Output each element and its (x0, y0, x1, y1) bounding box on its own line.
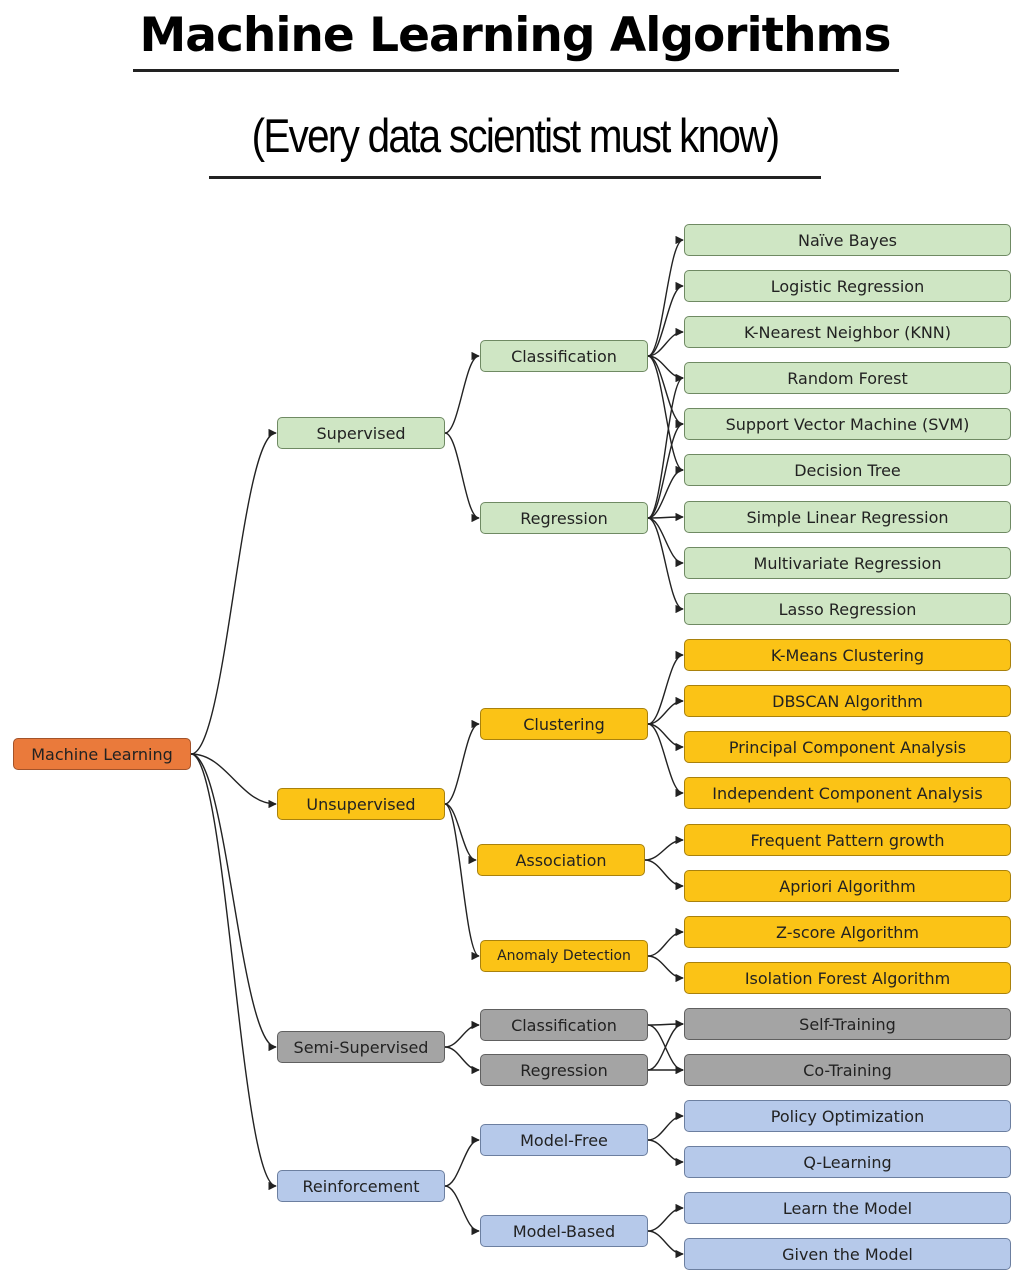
edge-sup_regression-to-svm (647, 419, 684, 519)
title-underline (133, 69, 899, 72)
leaf-logistic-regression[interactable]: Logistic Regression (684, 270, 1011, 302)
edge-root-to-supervised (190, 428, 277, 755)
leaf-policy-optimization[interactable]: Policy Optimization (684, 1100, 1011, 1132)
edge-sup_regression-to-simple_linear_regression (647, 512, 684, 522)
node-clustering[interactable]: Clustering (480, 708, 648, 740)
leaf-knn[interactable]: K-Nearest Neighbor (KNN) (684, 316, 1011, 348)
edge-root-to-reinforcement (190, 753, 277, 1191)
leaf-random-forest[interactable]: Random Forest (684, 362, 1011, 394)
edge-semi_supervised-to-semi_regression (444, 1046, 480, 1075)
node-reinforcement[interactable]: Reinforcement (277, 1170, 445, 1202)
node-semi-regression[interactable]: Regression (480, 1054, 648, 1086)
leaf-dbscan-algorithm[interactable]: DBSCAN Algorithm (684, 685, 1011, 717)
leaf-lasso-regression[interactable]: Lasso Regression (684, 593, 1011, 625)
edge-reinforcement-to-model_based (444, 1185, 480, 1236)
leaf-independent-component-analysis[interactable]: Independent Component Analysis (684, 777, 1011, 809)
edge-sup_regression-to-multivariate_regression (647, 517, 684, 568)
leaf-simple-linear-regression[interactable]: Simple Linear Regression (684, 501, 1011, 533)
edge-sup_classification-to-knn (647, 327, 684, 357)
leaf-given-the-model[interactable]: Given the Model (684, 1238, 1011, 1270)
edge-sup_classification-to-naive_bayes (647, 235, 684, 357)
edge-model_free-to-policy_optimization (647, 1111, 684, 1141)
edge-reinforcement-to-model_free (444, 1135, 480, 1187)
edge-root-to-semi_supervised (190, 753, 277, 1052)
leaf-kmeans-clustering[interactable]: K-Means Clustering (684, 639, 1011, 671)
page-title: Machine Learning Algorithms (139, 8, 892, 63)
node-association[interactable]: Association (477, 844, 645, 876)
leaf-frequent-pattern-growth[interactable]: Frequent Pattern growth (684, 824, 1011, 856)
edge-unsupervised-to-association (444, 803, 477, 865)
edge-semi_classification-to-self_training (647, 1019, 684, 1029)
leaf-isolation-forest-algorithm[interactable]: Isolation Forest Algorithm (684, 962, 1011, 994)
edge-root-to-unsupervised (190, 753, 277, 809)
edge-semi_regression-to-self_training (647, 1019, 684, 1071)
edge-sup_regression-to-random_forest (647, 373, 684, 519)
leaf-apriori-algorithm[interactable]: Apriori Algorithm (684, 870, 1011, 902)
edge-sup_regression-to-lasso_regression (647, 517, 684, 614)
edge-clustering-to-kmeans (647, 650, 684, 725)
node-supervised-classification[interactable]: Classification (480, 340, 648, 372)
node-model-free[interactable]: Model-Free (480, 1124, 648, 1156)
page-subtitle: (Every data scientist must know) (251, 109, 780, 162)
subtitle-underline (209, 176, 821, 179)
edge-model_based-to-learn_model (647, 1203, 684, 1232)
leaf-self-training[interactable]: Self-Training (684, 1008, 1011, 1040)
node-semi-classification[interactable]: Classification (480, 1009, 648, 1041)
node-unsupervised[interactable]: Unsupervised (277, 788, 445, 820)
edge-supervised-to-sup_classification (444, 351, 480, 434)
edge-association-to-apriori (644, 859, 684, 891)
edge-anomaly_detection-to-zscore (647, 927, 684, 957)
leaf-learn-the-model[interactable]: Learn the Model (684, 1192, 1011, 1224)
leaf-decision-tree[interactable]: Decision Tree (684, 454, 1011, 486)
edge-model_free-to-q_learning (647, 1139, 684, 1167)
edge-sup_classification-to-decision_tree (647, 355, 684, 475)
node-semi-supervised[interactable]: Semi-Supervised (277, 1031, 445, 1063)
edge-model_based-to-given_model (647, 1230, 684, 1259)
leaf-principal-component-analysis[interactable]: Principal Component Analysis (684, 731, 1011, 763)
edge-association-to-fp_growth (644, 835, 684, 861)
leaf-co-training[interactable]: Co-Training (684, 1054, 1011, 1086)
edge-clustering-to-ica (647, 723, 684, 798)
leaf-svm[interactable]: Support Vector Machine (SVM) (684, 408, 1011, 440)
edge-unsupervised-to-anomaly_detection (444, 803, 480, 961)
node-supervised[interactable]: Supervised (277, 417, 445, 449)
edge-unsupervised-to-clustering (444, 719, 480, 805)
edge-clustering-to-dbscan (647, 696, 684, 725)
leaf-multivariate-regression[interactable]: Multivariate Regression (684, 547, 1011, 579)
leaf-zscore-algorithm[interactable]: Z-score Algorithm (684, 916, 1011, 948)
edge-anomaly_detection-to-isolation_forest (647, 955, 684, 983)
edge-sup_regression-to-decision_tree (647, 465, 684, 519)
leaf-q-learning[interactable]: Q-Learning (684, 1146, 1011, 1178)
edge-sup_classification-to-logistic_regression (647, 281, 684, 357)
leaf-naive-bayes[interactable]: Naïve Bayes (684, 224, 1011, 256)
edge-semi_supervised-to-semi_classification (444, 1020, 480, 1048)
edge-supervised-to-sup_regression (444, 432, 480, 523)
node-machine-learning[interactable]: Machine Learning (13, 738, 191, 770)
node-supervised-regression[interactable]: Regression (480, 502, 648, 534)
node-model-based[interactable]: Model-Based (480, 1215, 648, 1247)
node-anomaly-detection[interactable]: Anomaly Detection (480, 940, 648, 972)
